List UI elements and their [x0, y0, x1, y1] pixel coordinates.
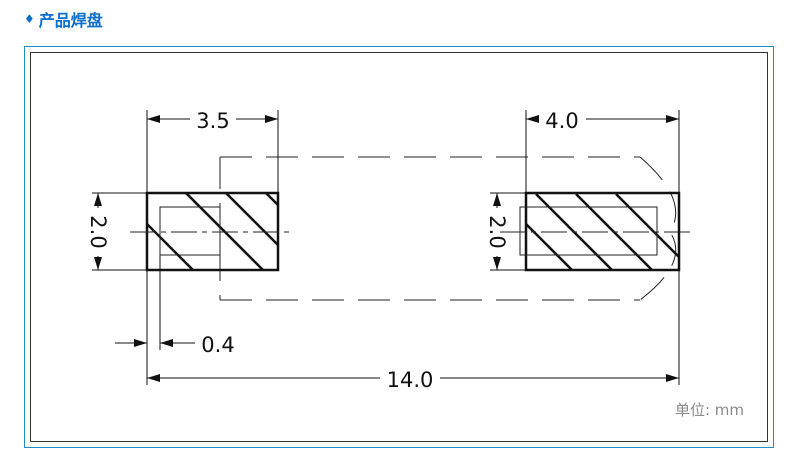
- dim-left-pad-width: [146, 110, 279, 192]
- right-pad-hatch: [526, 193, 679, 270]
- dim-edge-offset: [115, 255, 195, 385]
- label-total-length: 14.0: [387, 368, 434, 392]
- unit-label: 单位: mm: [675, 401, 744, 419]
- dim-right-pad-width: [525, 110, 680, 192]
- section-title: 产品焊盘: [38, 11, 103, 30]
- drawing-frame-inner: [30, 52, 768, 442]
- dim-right-pad-height: [490, 192, 525, 271]
- component-outline-dashed: [219, 156, 677, 301]
- left-pad-hatch: [147, 193, 278, 270]
- label-right-pad-width: 4.0: [545, 109, 578, 133]
- left-pad: [145, 191, 280, 272]
- right-pad: [519, 191, 681, 272]
- label-edge-offset: 0.4: [201, 333, 234, 357]
- drawing-frame: [24, 46, 774, 448]
- label-right-pad-height: 2.0: [485, 215, 509, 248]
- dim-total-length: [147, 270, 680, 385]
- dim-left-pad-height: [92, 192, 146, 271]
- diamond-bullet-icon: ♦: [24, 12, 35, 26]
- label-left-pad-width: 3.5: [196, 109, 229, 133]
- section-header: ♦ 产品焊盘: [24, 6, 103, 32]
- label-left-pad-height: 2.0: [86, 215, 110, 248]
